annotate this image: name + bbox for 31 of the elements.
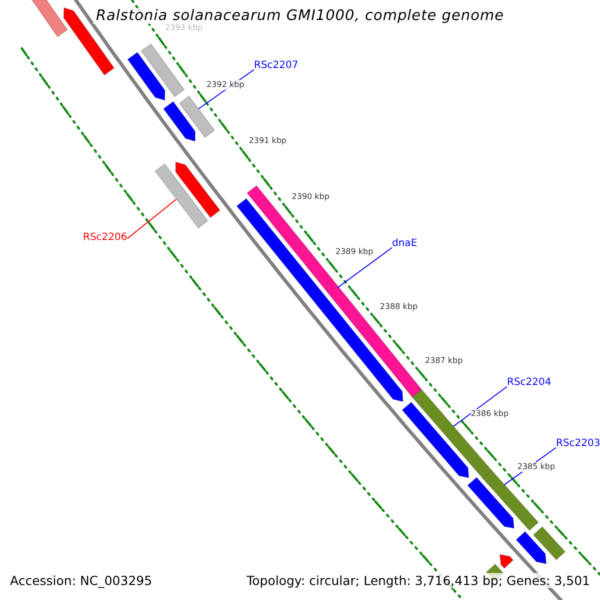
scale-label: 2392 kbp <box>206 80 244 90</box>
scale-label: 2387 kbp <box>425 356 463 366</box>
gene-track-segment <box>154 163 208 229</box>
footer-text: Topology: circular; Length: 3,716,413 bp; Genes: 3,501 <box>244 573 592 588</box>
gene-track-segment <box>178 95 216 138</box>
gene-label: RSc2207 <box>254 60 298 72</box>
gene-label: RSc2203 <box>556 438 600 450</box>
gene-track-segment <box>482 470 539 532</box>
gene-label: RSc2206 <box>83 232 128 244</box>
scale-label: 2391 kbp <box>248 136 287 146</box>
gene-feature <box>402 402 470 478</box>
gene-feature <box>127 52 166 101</box>
gene-feature <box>466 476 515 529</box>
gene-track-segment <box>246 185 422 398</box>
gene-feature <box>162 100 196 142</box>
scale-label: 2385 kbp <box>517 462 556 472</box>
gene-track-segment <box>140 43 185 98</box>
gene-track-segment <box>412 388 493 480</box>
scale-label: 2390 kbp <box>292 192 330 202</box>
gene-label: dnaE <box>392 238 418 250</box>
leader-line <box>336 247 392 288</box>
gene-label: RSc2204 <box>507 377 552 389</box>
scale-label: 2386 kbp <box>470 409 509 419</box>
scale-label: 2388 kbp <box>380 302 418 312</box>
gene-feature <box>499 554 514 569</box>
gene-feature <box>516 530 547 564</box>
leader-line <box>126 198 177 240</box>
gene-track-segment <box>532 526 566 560</box>
gene-feature <box>175 161 221 218</box>
scale-label: 2389 kbp <box>335 247 374 257</box>
leader-line <box>452 386 508 427</box>
